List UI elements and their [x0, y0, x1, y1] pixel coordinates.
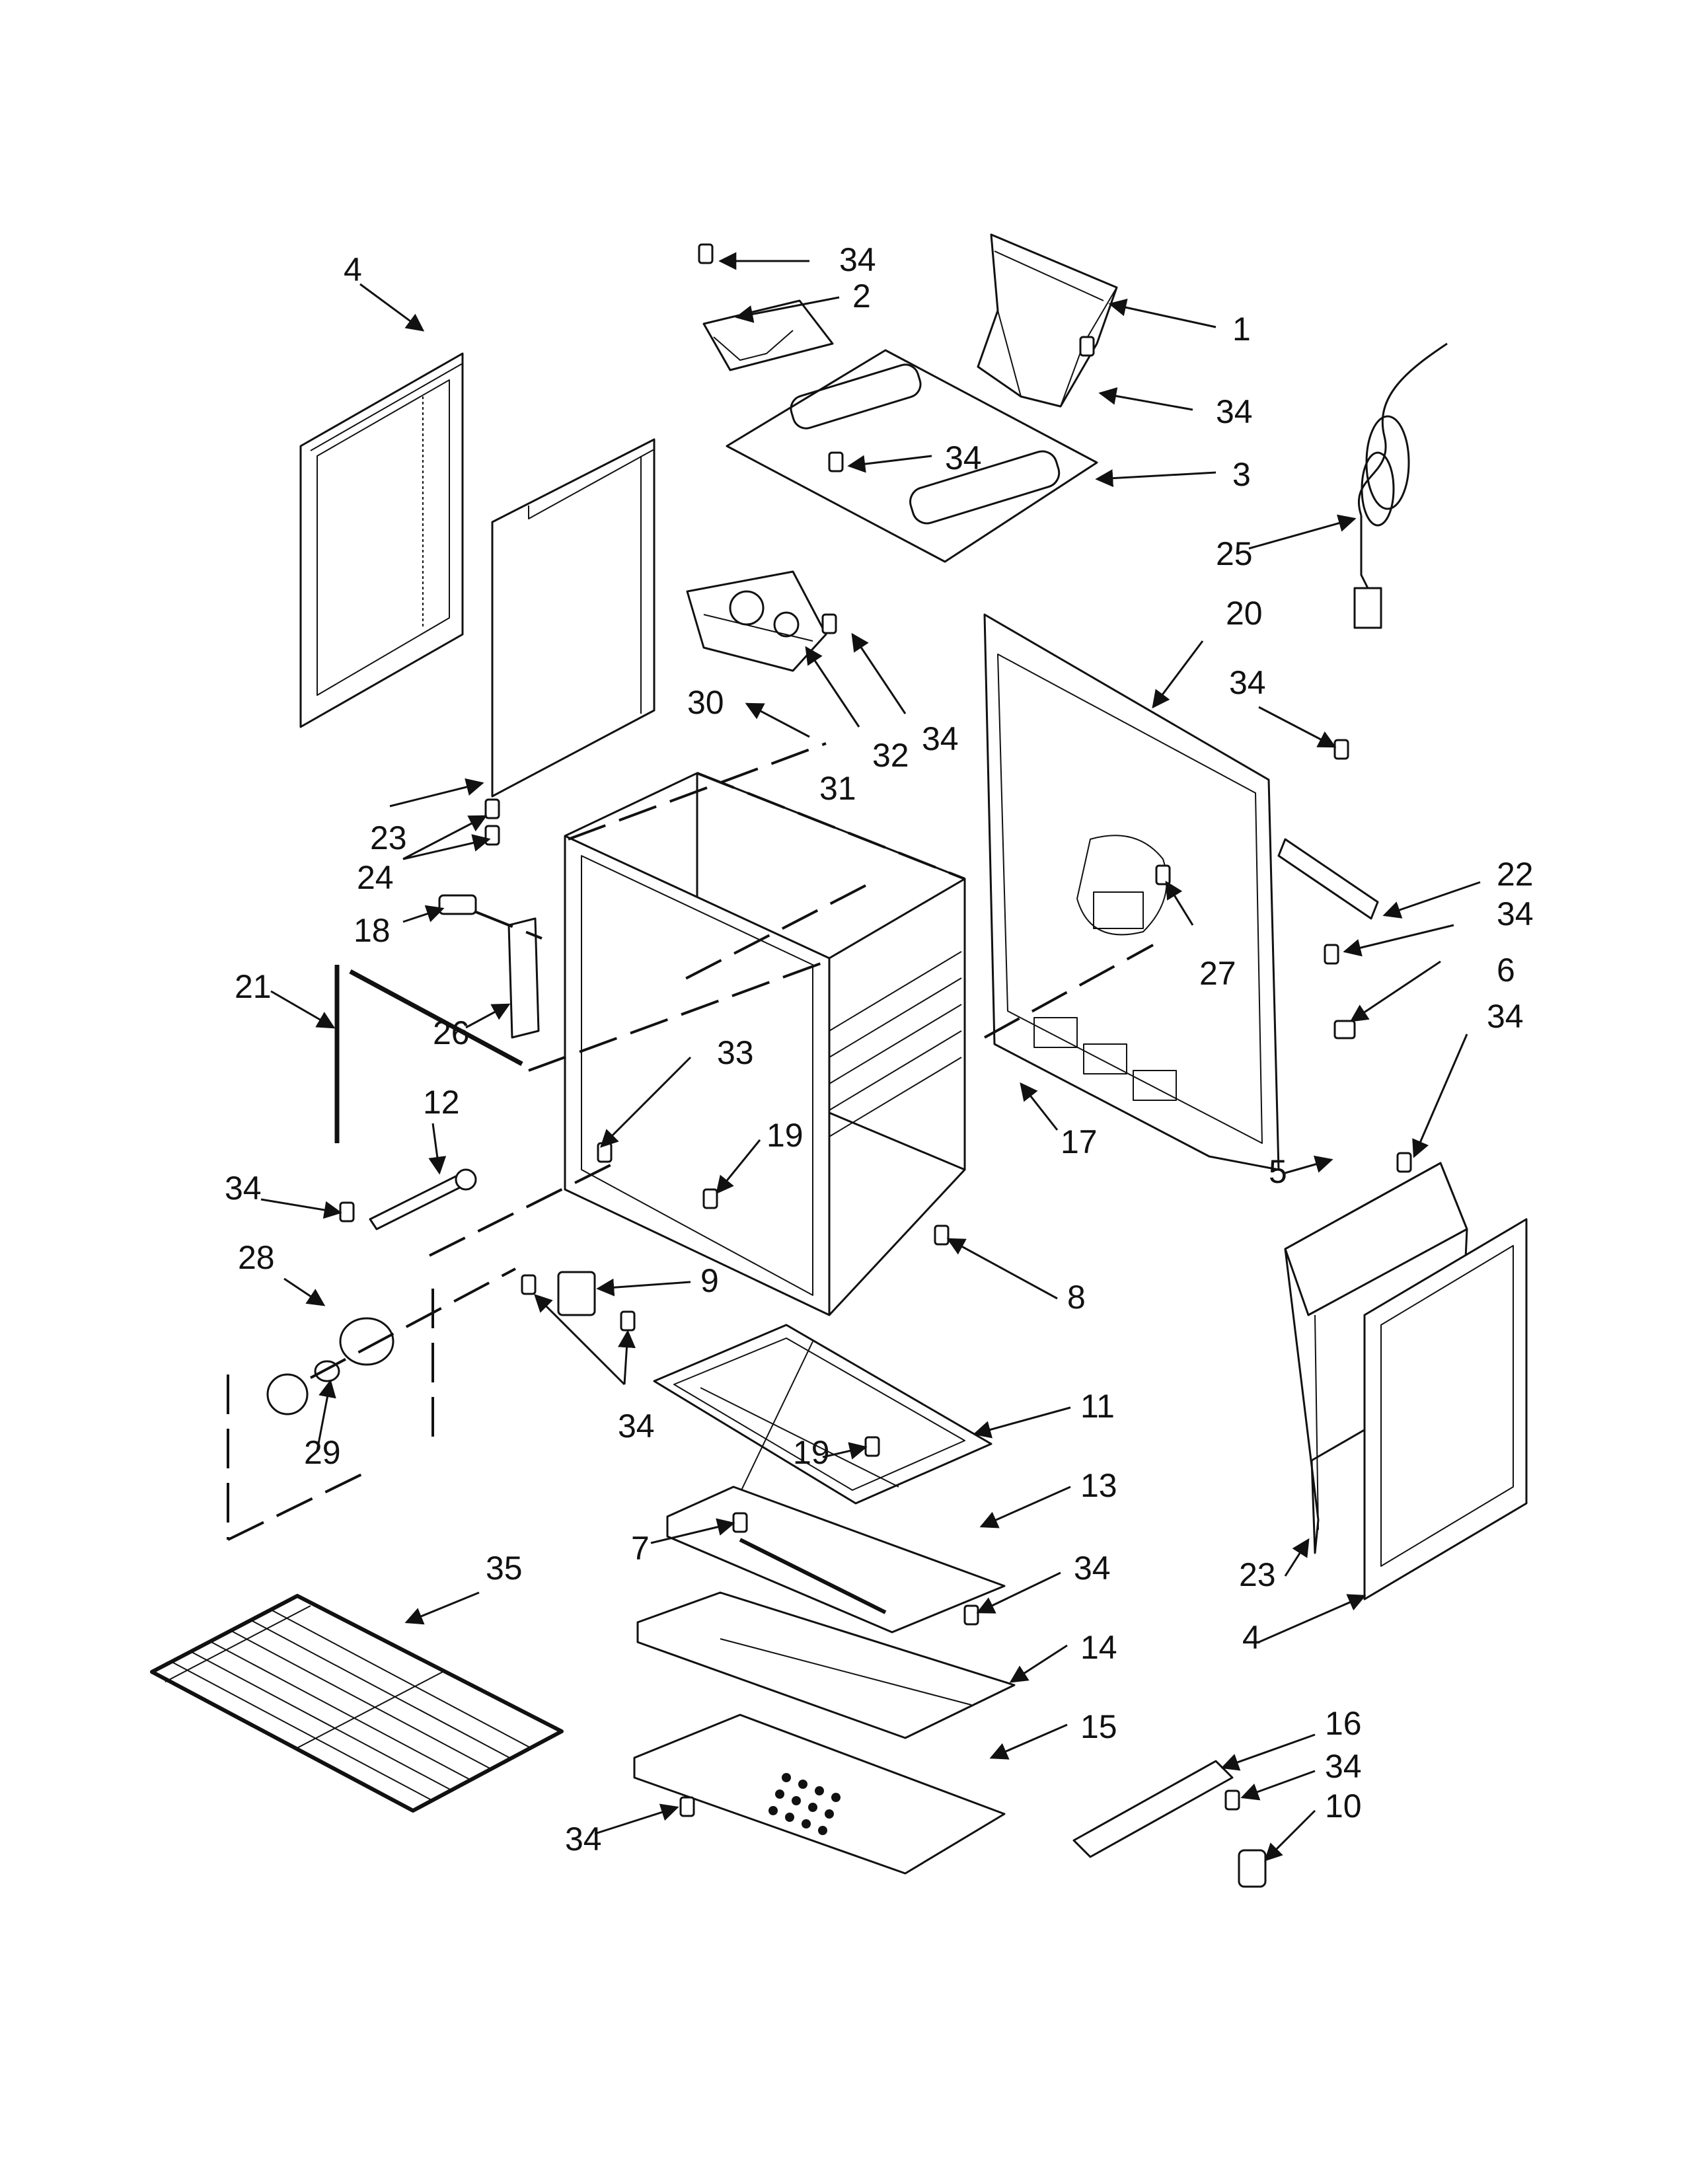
callout-19-b: 19	[793, 1434, 830, 1471]
callout-6: 6	[1497, 952, 1515, 989]
callout-34-g: 34	[1487, 998, 1524, 1035]
knob-assembly	[266, 1317, 394, 1415]
callout-12: 12	[423, 1084, 460, 1121]
oven-cavity	[564, 772, 966, 1316]
callout-34-c: 34	[945, 439, 982, 476]
callout-34-a: 34	[839, 241, 876, 278]
callout-22: 22	[1497, 856, 1534, 893]
callout-34-k: 34	[1325, 1748, 1362, 1785]
bottom-plate-15	[633, 1713, 1006, 1875]
top-plate-3	[726, 349, 1098, 563]
side-panel-left	[299, 352, 464, 728]
callout-18: 18	[354, 912, 391, 949]
bolt-18	[438, 894, 477, 915]
gasket-21	[334, 965, 523, 1143]
leveler-16	[1072, 1760, 1234, 1858]
callout-4-top: 4	[344, 251, 362, 288]
callout-14: 14	[1080, 1629, 1117, 1666]
callout-7: 7	[631, 1530, 650, 1567]
callout-34-d: 34	[1229, 664, 1266, 701]
fasteners	[339, 243, 1412, 1817]
callout-27: 27	[1199, 955, 1236, 992]
callout-35: 35	[486, 1550, 523, 1587]
power-cord-25	[1353, 342, 1448, 629]
callout-4-right: 4	[1242, 1619, 1261, 1656]
leader-lines	[260, 252, 1481, 1862]
callout-34-h: 34	[225, 1170, 262, 1207]
callout-29: 29	[304, 1434, 341, 1471]
callout-23-right: 23	[1239, 1556, 1276, 1593]
tray-13	[666, 1486, 1006, 1634]
callout-30: 30	[687, 684, 724, 721]
tray-11	[653, 1324, 992, 1507]
callout-34-j: 34	[1074, 1550, 1111, 1587]
callout-16: 16	[1325, 1705, 1362, 1742]
callout-17: 17	[1061, 1123, 1098, 1160]
callout-21: 21	[235, 968, 272, 1005]
callout-5: 5	[1269, 1153, 1287, 1190]
assembly-dash-lines	[227, 742, 1154, 1541]
callout-34-i: 34	[618, 1408, 655, 1445]
callout-19-a: 19	[767, 1117, 804, 1154]
insulation-panel-left	[491, 438, 655, 798]
callout-9: 9	[700, 1262, 719, 1299]
callout-23-left: 23	[370, 819, 407, 856]
callout-34-f: 34	[1497, 895, 1534, 932]
module-32	[686, 570, 827, 672]
back-panel-20	[983, 613, 1280, 1171]
callout-34-l: 34	[565, 1821, 602, 1858]
callout-25: 25	[1216, 535, 1253, 572]
oven-rack-35	[150, 1594, 564, 1813]
side-panel-right	[1363, 1218, 1528, 1600]
callout-15: 15	[1080, 1708, 1117, 1745]
callout-28: 28	[238, 1239, 275, 1276]
vent-duct-1	[977, 233, 1118, 408]
callout-3: 3	[1232, 456, 1251, 493]
callout-24: 24	[357, 859, 394, 896]
callout-32: 32	[872, 737, 909, 774]
callout-33: 33	[717, 1034, 754, 1071]
callout-34-b: 34	[1216, 393, 1253, 430]
callout-31: 31	[819, 770, 856, 807]
hinge-26	[507, 917, 540, 1039]
valve-9	[557, 1271, 596, 1316]
foot-10	[1238, 1849, 1267, 1888]
rod-12	[369, 1168, 477, 1230]
callout-2: 2	[852, 278, 871, 315]
callout-13: 13	[1080, 1467, 1117, 1504]
tray-14	[636, 1591, 1016, 1739]
callout-26: 26	[433, 1014, 470, 1051]
callout-34-e: 34	[922, 720, 959, 757]
callout-11: 11	[1080, 1388, 1115, 1425]
callout-10: 10	[1325, 1788, 1362, 1825]
callout-8: 8	[1067, 1279, 1086, 1316]
callout-1: 1	[1232, 311, 1251, 348]
callout-20: 20	[1226, 595, 1263, 632]
rail-22	[1277, 838, 1379, 920]
